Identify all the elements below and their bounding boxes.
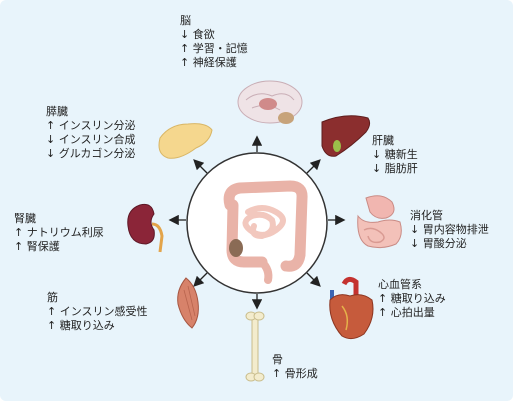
label-liver: 肝臓 ↓ 糖新生 ↓ 脂肪肝 (372, 134, 418, 176)
bone-title: 骨 (272, 353, 283, 366)
brain-icon (237, 80, 303, 124)
muscle-title: 筋 (47, 291, 58, 304)
pancreas-item-1: ↑ インスリン分泌 (46, 119, 136, 132)
brain-item-2: ↑ 学習・記憶 (180, 42, 248, 55)
label-bone: 骨 ↑ 骨形成 (272, 353, 318, 381)
bone-item-1: ↑ 骨形成 (272, 367, 318, 380)
brain-title: 脳 (180, 14, 191, 27)
arrow-cardio (306, 272, 321, 287)
stomach-icon (357, 195, 402, 249)
heart-icon (329, 276, 374, 340)
pancreas-title: 膵臓 (46, 105, 68, 118)
label-digestive: 消化管 ↓ 胃内容物排泄 ↓ 胃酸分泌 (410, 209, 489, 251)
brain-item-3: ↑ 神経保護 (180, 56, 237, 69)
kidney-item-1: ↑ ナトリウム利尿 (14, 226, 104, 239)
label-kidney: 腎臓 ↑ ナトリウム利尿 ↑ 腎保護 (14, 212, 104, 254)
pancreas-item-3: ↓ グルカゴン分泌 (46, 147, 136, 160)
arrow-liver (306, 159, 321, 174)
digestive-item-2: ↓ 胃酸分泌 (410, 237, 467, 250)
cardio-item-2: ↑ 心拍出量 (378, 306, 435, 319)
pancreas-icon (158, 123, 213, 159)
label-cardio: 心血管系 ↑ 糖取り込み ↑ 心拍出量 (378, 278, 446, 320)
label-muscle: 筋 ↑ インスリン感受性 ↑ 糖取り込み (47, 291, 148, 333)
cardio-item-1: ↑ 糖取り込み (378, 292, 446, 305)
kidney-icon (127, 203, 164, 253)
arrow-muscle (193, 272, 208, 287)
bone-icon (245, 311, 265, 382)
liver-icon (321, 115, 371, 157)
digestive-item-1: ↓ 胃内容物排泄 (410, 223, 489, 236)
liver-item-1: ↓ 糖新生 (372, 148, 418, 161)
label-pancreas: 膵臓 ↑ インスリン分泌 ↓ インスリン合成 ↓ グルカゴン分泌 (46, 105, 136, 161)
muscle-item-2: ↑ 糖取り込み (47, 319, 115, 332)
kidney-title: 腎臓 (14, 212, 36, 225)
cardio-title: 心血管系 (378, 278, 422, 291)
label-brain: 脳 ↓ 食欲 ↑ 学習・記憶 ↑ 神経保護 (180, 14, 248, 70)
intestine-icon (223, 180, 308, 284)
muscle-item-1: ↑ インスリン感受性 (47, 305, 148, 318)
arrows (168, 135, 346, 310)
digestive-title: 消化管 (410, 209, 443, 222)
muscle-icon (177, 277, 199, 329)
brain-item-1: ↓ 食欲 (180, 28, 215, 41)
arrow-pancreas (193, 159, 208, 174)
liver-title: 肝臓 (372, 134, 394, 147)
pancreas-item-2: ↓ インスリン合成 (46, 133, 136, 146)
liver-item-2: ↓ 脂肪肝 (372, 162, 418, 175)
kidney-item-2: ↑ 腎保護 (14, 240, 60, 253)
